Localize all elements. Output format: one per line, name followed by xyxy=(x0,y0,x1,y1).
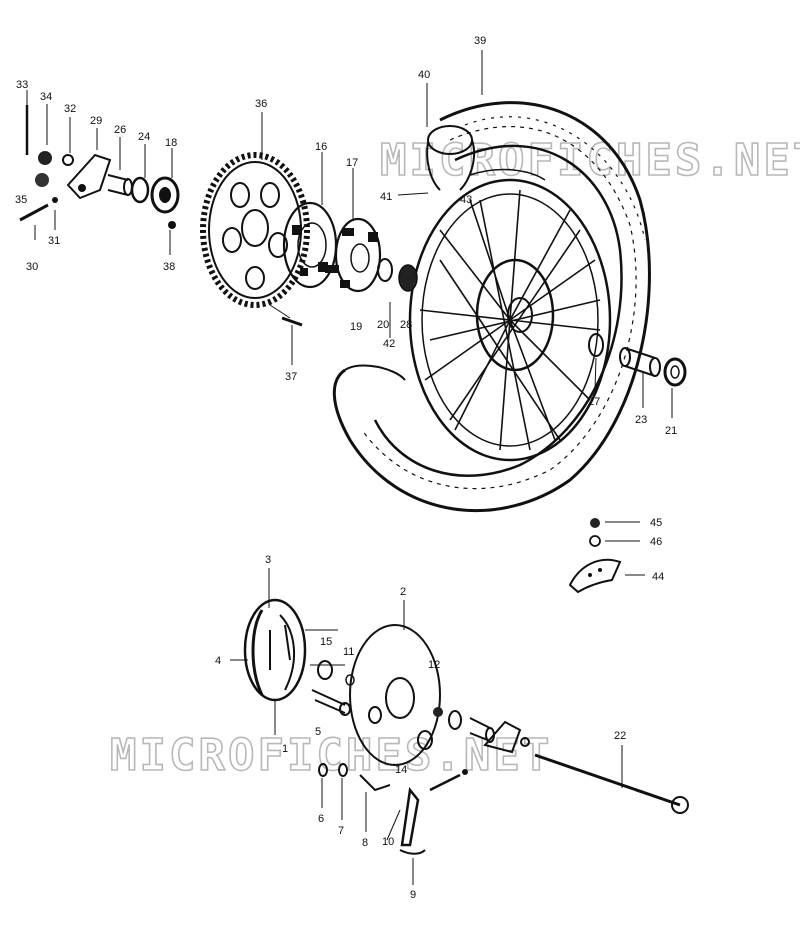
bolt-30-lower xyxy=(429,773,461,792)
callout-29: 29 xyxy=(90,115,102,127)
callout-6: 6 xyxy=(318,813,324,825)
callout-42: 42 xyxy=(383,338,395,350)
callout-28: 28 xyxy=(400,319,412,331)
tire xyxy=(332,101,651,513)
callout-5: 5 xyxy=(315,726,321,738)
callout-7: 7 xyxy=(338,825,344,837)
callout-34: 34 xyxy=(40,91,52,103)
washer-31-lower xyxy=(462,769,468,775)
spacer-26 xyxy=(107,174,133,196)
callout-8: 8 xyxy=(362,837,368,849)
collar-24 xyxy=(130,176,150,204)
callout-45: 45 xyxy=(650,517,662,529)
callout-22: 22 xyxy=(614,730,626,742)
callout-16: 16 xyxy=(315,141,327,153)
callout-9: 9 xyxy=(410,889,416,901)
callout-19: 19 xyxy=(350,321,362,333)
callout-23: 23 xyxy=(635,414,647,426)
bearing-18 xyxy=(150,176,180,214)
washer-31 xyxy=(52,197,58,203)
washer-6 xyxy=(318,763,328,777)
watermark-bottom: MICROFICHES.NET xyxy=(110,730,552,781)
callout-17: 17 xyxy=(346,157,358,169)
callout-35: 35 xyxy=(15,194,27,206)
callout-4: 4 xyxy=(215,655,221,667)
callout-32: 32 xyxy=(64,103,76,115)
bearing-27 xyxy=(588,333,604,357)
bolt-30 xyxy=(19,203,49,222)
callout-18: 18 xyxy=(165,137,177,149)
rear-sprocket xyxy=(200,152,310,308)
callout-2: 2 xyxy=(400,586,406,598)
collar-3 xyxy=(448,710,462,730)
callout-31: 31 xyxy=(48,235,60,247)
callout-38: 38 xyxy=(163,261,175,273)
callout-39: 39 xyxy=(474,35,486,47)
chain-adjuster-29 xyxy=(66,153,112,200)
cam-lever-spring-8 xyxy=(359,774,391,792)
callout-1: 1 xyxy=(282,743,288,755)
callout-24: 24 xyxy=(138,131,150,143)
callout-20: 20 xyxy=(377,319,389,331)
washer-32-lower xyxy=(520,737,530,747)
callout-37: 37 xyxy=(285,371,297,383)
callout-12: 12 xyxy=(428,659,440,671)
callout-11: 11 xyxy=(343,646,354,658)
washer-12 xyxy=(433,707,443,717)
oil-seal-21 xyxy=(663,357,687,387)
bearing-28 xyxy=(398,264,418,292)
bolt-37 xyxy=(281,316,303,327)
nut-35 xyxy=(35,173,49,187)
spacer-23 xyxy=(619,347,661,377)
brake-cam-lever xyxy=(399,786,426,855)
callout-27: 27 xyxy=(588,396,600,408)
callout-46: 46 xyxy=(650,536,662,548)
wheel-rim xyxy=(408,178,612,462)
axle-22 xyxy=(534,753,681,807)
wheel-hub xyxy=(475,258,555,372)
washer-7 xyxy=(338,763,348,777)
callout-26: 26 xyxy=(114,124,126,136)
callout-15: 15 xyxy=(320,636,332,648)
seal-38 xyxy=(168,221,176,229)
spokes xyxy=(419,189,601,451)
rim-band xyxy=(469,168,546,181)
bearing-20 xyxy=(377,258,393,282)
callout-40: 40 xyxy=(418,69,430,81)
leader-lines xyxy=(26,50,673,885)
cam-shaft-5 xyxy=(311,689,351,716)
callout-30: 30 xyxy=(26,261,38,273)
callout-10: 10 xyxy=(382,836,394,848)
hub-damper xyxy=(325,217,382,293)
bush-15 xyxy=(317,660,333,680)
callout-14: 14 xyxy=(395,764,407,776)
callout-33: 33 xyxy=(16,79,28,91)
nut-45 xyxy=(590,518,600,528)
washer-32 xyxy=(62,154,74,166)
inner-tube xyxy=(426,125,476,191)
balancer-weight xyxy=(568,518,622,594)
watermark-top: MICROFICHES.NET xyxy=(380,135,800,186)
callout-21: 21 xyxy=(665,425,677,437)
chain-adjuster-29-lower xyxy=(483,720,522,754)
callout-43: 43 xyxy=(460,194,472,206)
spring-11 xyxy=(345,674,355,686)
washer-46 xyxy=(589,535,601,547)
nut-34 xyxy=(38,151,52,165)
brake-shoes xyxy=(243,598,307,702)
sprocket-drum xyxy=(282,201,338,289)
brake-panel xyxy=(349,624,441,766)
callout-36: 36 xyxy=(255,98,267,110)
callout-3: 3 xyxy=(265,554,271,566)
callout-44: 44 xyxy=(652,571,664,583)
callout-41: 41 xyxy=(380,191,392,203)
